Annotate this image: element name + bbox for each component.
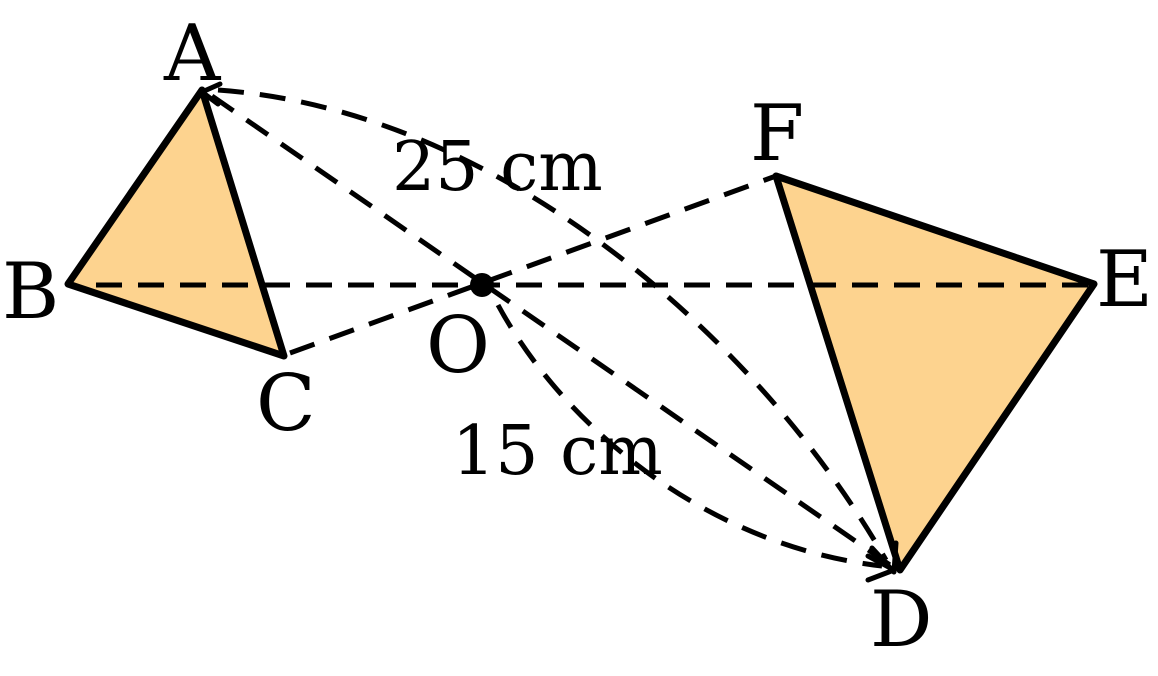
arrowhead-a bbox=[199, 81, 223, 107]
label-f: F bbox=[750, 89, 804, 179]
measure-25cm: 25 cm bbox=[392, 128, 603, 207]
label-d: D bbox=[870, 575, 933, 665]
center-point-o bbox=[470, 273, 494, 297]
label-b: B bbox=[2, 247, 59, 337]
dashed-arc-25cm bbox=[217, 87, 889, 562]
measure-15cm: 15 cm bbox=[452, 412, 663, 491]
label-o: O bbox=[426, 301, 490, 391]
dashed-line-cf bbox=[289, 173, 777, 356]
label-a: A bbox=[163, 9, 222, 99]
dashed-line-ad bbox=[210, 93, 892, 568]
label-c: C bbox=[256, 359, 316, 449]
arrowhead-d-inner bbox=[865, 553, 897, 583]
triangle-fed bbox=[772, 172, 1098, 574]
dashed-arc-15cm bbox=[495, 303, 883, 569]
triangle-abc bbox=[64, 86, 288, 360]
label-e: E bbox=[1096, 235, 1153, 325]
